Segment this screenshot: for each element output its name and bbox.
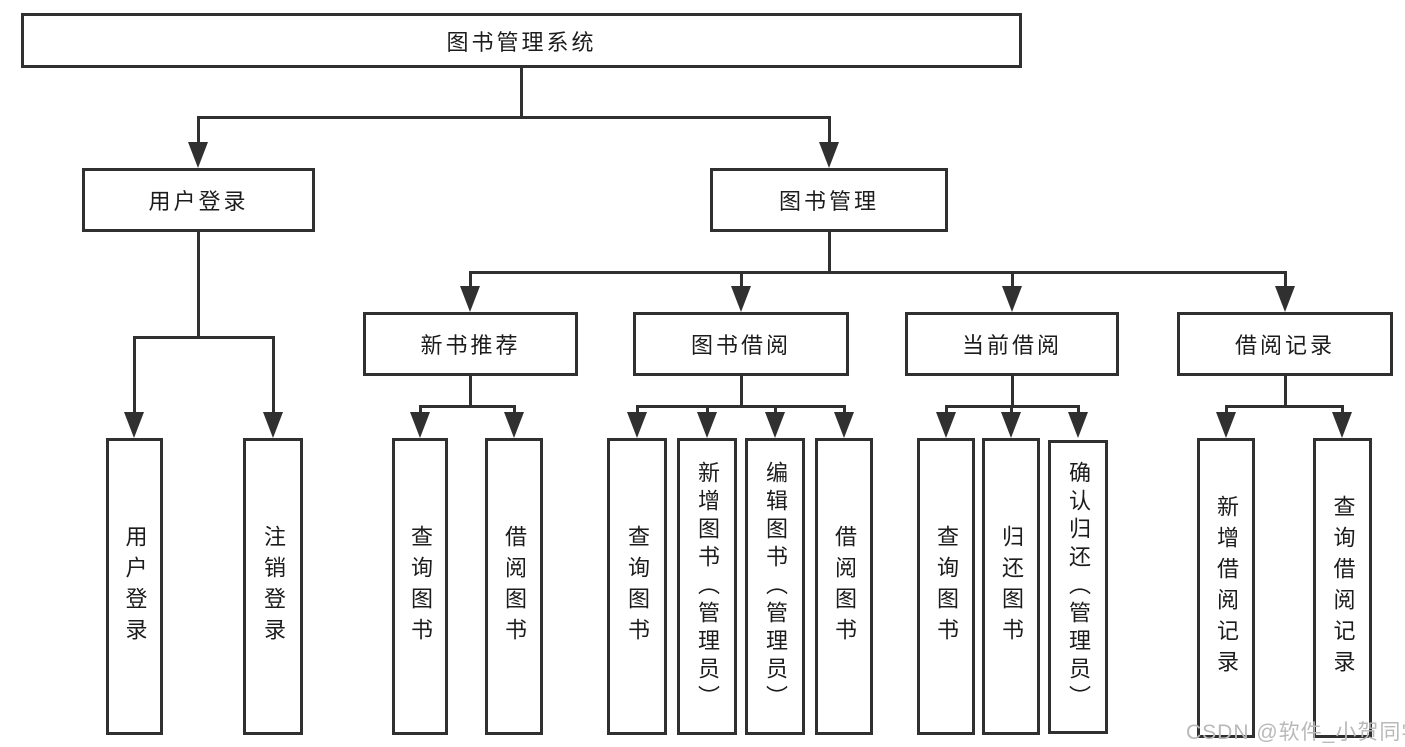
- connector-arrowhead: [1275, 286, 1295, 312]
- connector-line: [1225, 405, 1344, 408]
- node-borrow-record: 借阅记录: [1177, 312, 1393, 376]
- connector-line: [843, 406, 846, 415]
- connector-line: [133, 336, 275, 339]
- connector-line: [197, 117, 200, 145]
- connector-line: [272, 337, 275, 415]
- leaf-logout-login: 注销登录: [243, 438, 303, 735]
- node-new-book-recommend: 新书推荐: [363, 312, 578, 376]
- connector-line: [469, 271, 1287, 274]
- connector-arrowhead: [1002, 286, 1022, 312]
- connector-line: [513, 406, 516, 415]
- connector-line: [774, 406, 777, 415]
- connector-line: [1011, 272, 1014, 289]
- connector-line: [740, 376, 743, 407]
- node-label: 图书借阅: [690, 333, 791, 358]
- connector-line: [469, 272, 472, 289]
- node-label: 查询图书: [934, 524, 959, 649]
- node-label: 用户登录: [122, 524, 148, 649]
- leaf-borrow-book: 借阅图书: [815, 438, 873, 735]
- node-label: 归还图书: [999, 524, 1024, 649]
- connector-line: [133, 337, 136, 415]
- connector-line: [636, 406, 639, 415]
- connector-line: [1077, 406, 1080, 415]
- leaf-borrow-book-recommend: 借阅图书: [485, 438, 543, 735]
- node-current-borrow: 当前借阅: [905, 312, 1119, 376]
- connector-arrowhead: [410, 412, 430, 438]
- connector-line: [1010, 406, 1013, 415]
- node-label: 编辑图书（管理员）: [763, 460, 788, 713]
- connector-line: [706, 406, 709, 415]
- node-library-management-system: 图书管理系统: [21, 13, 1022, 68]
- node-book-management: 图书管理: [710, 168, 948, 232]
- node-label: 借阅图书: [502, 524, 527, 649]
- connector-arrowhead: [834, 412, 854, 438]
- connector-arrowhead: [460, 286, 480, 312]
- connector-arrowhead: [765, 412, 785, 438]
- node-label: 查询图书: [408, 524, 433, 649]
- leaf-query-book-recommend: 查询图书: [392, 438, 448, 735]
- connector-arrowhead: [697, 412, 717, 438]
- leaf-user-login: 用户登录: [106, 438, 163, 735]
- connector-line: [197, 116, 831, 119]
- connector-line: [1284, 376, 1287, 407]
- leaf-query-book-borrow: 查询图书: [607, 438, 667, 735]
- connector-arrowhead: [936, 412, 956, 438]
- node-book-borrow: 图书借阅: [633, 312, 849, 376]
- watermark: CSDN @软件_小贺同学: [1186, 721, 1405, 744]
- leaf-confirm-return-admin: 确认归还（管理员）: [1048, 440, 1108, 734]
- node-label: 确认归还（管理员）: [1066, 461, 1091, 713]
- connector-arrowhead: [1216, 412, 1236, 438]
- node-label: 借阅记录: [1234, 333, 1335, 358]
- connector-line: [740, 272, 743, 289]
- leaf-query-borrow-record: 查询借阅记录: [1313, 438, 1372, 738]
- connector-line: [1284, 272, 1287, 289]
- node-label: 新书推荐: [420, 333, 521, 358]
- connector-line: [520, 68, 523, 117]
- connector-arrowhead: [731, 286, 751, 312]
- connector-line: [197, 232, 200, 338]
- node-label: 注销登录: [261, 524, 286, 649]
- node-label: 查询借阅记录: [1330, 495, 1356, 681]
- node-user-login: 用户登录: [82, 168, 315, 232]
- connector-line: [1011, 376, 1014, 407]
- connector-line: [1341, 406, 1344, 415]
- connector-line: [419, 406, 422, 415]
- connector-line: [828, 117, 831, 145]
- connector-arrowhead: [263, 412, 283, 438]
- leaf-return-book: 归还图书: [982, 438, 1040, 735]
- connector-line: [636, 405, 846, 408]
- leaf-add-book-admin: 新增图书（管理员）: [677, 438, 737, 735]
- leaf-edit-book-admin: 编辑图书（管理员）: [745, 438, 805, 735]
- connector-line: [828, 232, 831, 273]
- node-label: 当前借阅: [961, 333, 1062, 358]
- connector-arrowhead: [819, 142, 839, 168]
- node-label: 借阅图书: [832, 524, 857, 649]
- leaf-add-borrow-record: 新增借阅记录: [1197, 438, 1255, 738]
- connector-arrowhead: [504, 412, 524, 438]
- leaf-query-book-current: 查询图书: [917, 438, 975, 735]
- connector-line: [469, 376, 472, 407]
- node-label: 查询图书: [625, 524, 650, 649]
- connector-arrowhead: [1068, 412, 1088, 438]
- connector-arrowhead: [627, 412, 647, 438]
- connector-arrowhead: [1001, 412, 1021, 438]
- node-label: 图书管理: [778, 189, 879, 214]
- connector-line: [945, 406, 948, 415]
- connector-line: [1225, 406, 1228, 415]
- connector-arrowhead: [124, 412, 144, 438]
- connector-arrowhead: [1332, 412, 1352, 438]
- connector-line: [419, 405, 516, 408]
- node-label: 图书管理系统: [446, 29, 597, 55]
- connector-arrowhead: [188, 142, 208, 168]
- node-label: 新增图书（管理员）: [695, 460, 720, 713]
- node-label: 用户登录: [148, 189, 249, 214]
- node-label: 新增借阅记录: [1214, 495, 1239, 681]
